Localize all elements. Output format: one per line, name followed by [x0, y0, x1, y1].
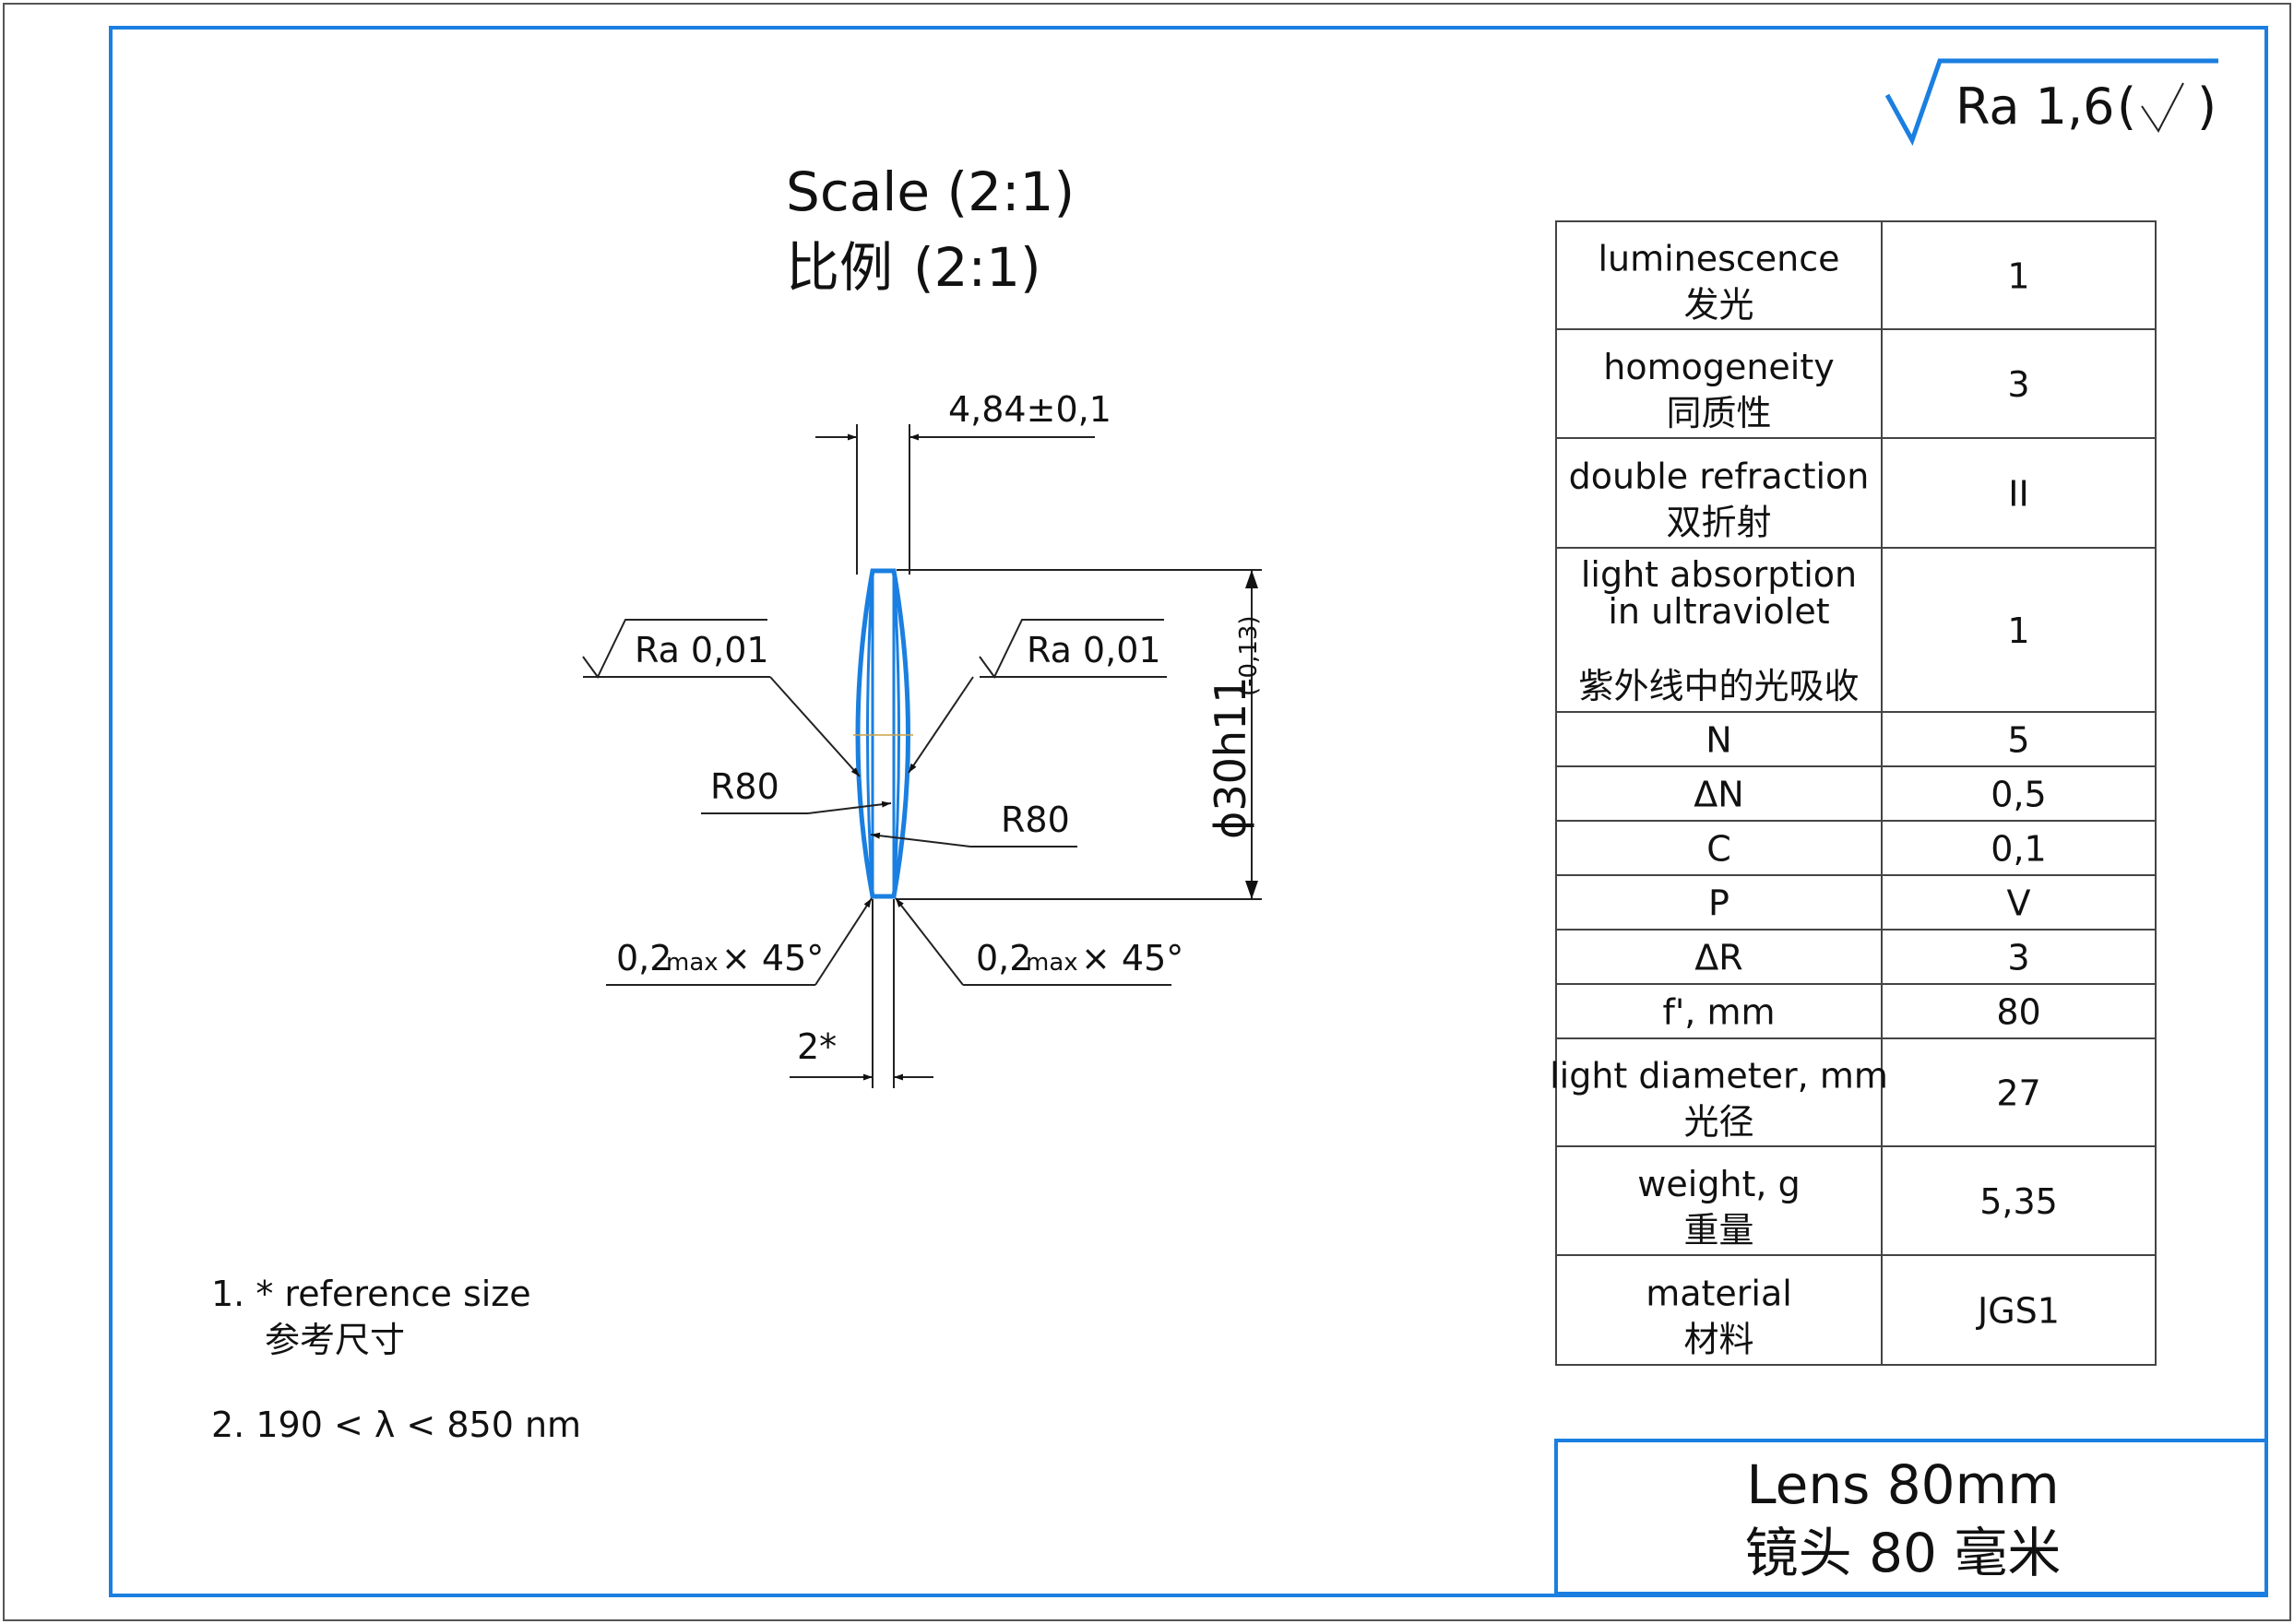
chamfer-left-angle: × 45°	[721, 938, 824, 978]
radius-left: R80	[710, 766, 779, 807]
spec-value: 1	[2007, 610, 2029, 651]
spec-value: V	[2007, 883, 2031, 924]
spec-label-en: light diameter, mm	[1550, 1056, 1888, 1096]
spec-table: luminescence 发光 1 homogeneity 同质性 3 double ref…	[1550, 220, 2157, 1366]
chamfer-right-value: 0,2	[976, 938, 1031, 978]
title-zh: 镜头 80 毫米	[1745, 1522, 2062, 1584]
note-1-en: 1. * reference size	[211, 1274, 531, 1314]
spec-label-en: ΔR	[1694, 938, 1742, 978]
thickness-dimension: 4,84±0,1	[948, 389, 1111, 430]
general-roughness-symbol: Ra 1,6 ( )	[1884, 58, 2218, 147]
spec-value: II	[2008, 474, 2028, 515]
spec-value: 80	[1996, 992, 2040, 1033]
spec-label-zh: 同质性	[1666, 393, 1771, 433]
scale-title-zh-prefix: 比例	[786, 236, 893, 299]
spec-value: 27	[1996, 1073, 2040, 1114]
scale-title-zh-value: (2:1)	[913, 236, 1041, 299]
spec-value: 3	[2007, 938, 2029, 978]
roughness-check-small-icon	[2141, 82, 2184, 133]
spec-label-zh: 光径	[1683, 1102, 1753, 1143]
spec-label-zh: 发光	[1683, 285, 1753, 326]
spec-label-en: homogeneity	[1603, 347, 1835, 387]
chamfer-right-angle: × 45°	[1081, 938, 1183, 978]
spec-value: 1	[2007, 256, 2029, 297]
chamfer-right-sub: max	[1026, 949, 1078, 977]
roughness-right: Ra 0,01	[1027, 630, 1161, 670]
note-1-zh: 参考尺寸	[265, 1320, 405, 1360]
chamfer-left-sub: max	[666, 949, 719, 977]
spec-label-zh: 材料	[1683, 1320, 1753, 1360]
spec-value: 0,1	[1991, 829, 2046, 870]
spec-label-en: double refraction	[1569, 456, 1870, 497]
scale-title-en: Scale (2:1)	[786, 160, 1075, 223]
roughness-paren-open: (	[2117, 77, 2136, 136]
spec-label-zh: 双折射	[1666, 503, 1771, 543]
roughness-check-icon	[1884, 58, 2218, 147]
spec-label-en: luminescence	[1598, 239, 1839, 279]
spec-value: 0,5	[1991, 775, 2046, 815]
spec-value: 3	[2007, 364, 2029, 405]
spec-label-en: weight, g	[1637, 1164, 1800, 1204]
spec-label-en: C	[1706, 829, 1731, 870]
sheet-border	[3, 3, 2291, 1621]
title-en: Lens 80mm	[1746, 1453, 2059, 1516]
lens-outline	[855, 568, 910, 899]
lens-drawing: 4,84±0,1 ϕ30h11 (-0,13) Ra 0,01 Ra 0,01 …	[582, 389, 1263, 1088]
spec-value: JGS1	[1976, 1291, 2060, 1332]
spec-label-zh: 紫外线中的光吸收	[1578, 666, 1859, 706]
spec-label-en: f', mm	[1662, 992, 1775, 1033]
spec-label-en: ΔN	[1694, 775, 1743, 815]
spec-value: 5	[2007, 720, 2029, 761]
spec-label-en: N	[1706, 720, 1731, 761]
roughness-paren-close: )	[2197, 77, 2217, 136]
chamfer-left-value: 0,2	[616, 938, 672, 978]
spec-label-en: material	[1646, 1274, 1792, 1314]
spec-label-en: P	[1708, 883, 1729, 924]
roughness-left: Ra 0,01	[635, 630, 769, 670]
title-block: Lens 80mm 镜头 80 毫米	[1554, 1439, 2268, 1595]
edge-thickness-dimension: 2*	[797, 1026, 837, 1067]
spec-value: 5,35	[1979, 1181, 2058, 1222]
general-roughness-value: Ra 1,6	[1955, 77, 2114, 136]
drawing-frame	[109, 26, 2268, 1597]
spec-table-border	[1555, 220, 2157, 1366]
diameter-tolerance: (-0,13)	[1235, 615, 1263, 696]
radius-right: R80	[1001, 800, 1070, 840]
spec-label-zh: 重量	[1683, 1210, 1753, 1251]
spec-label-en: light absorption	[1581, 554, 1857, 595]
diameter-dimension: ϕ30h11	[1206, 676, 1255, 839]
note-2: 2. 190 < λ < 850 nm	[211, 1405, 581, 1445]
spec-label-en2: in ultraviolet	[1608, 591, 1829, 632]
